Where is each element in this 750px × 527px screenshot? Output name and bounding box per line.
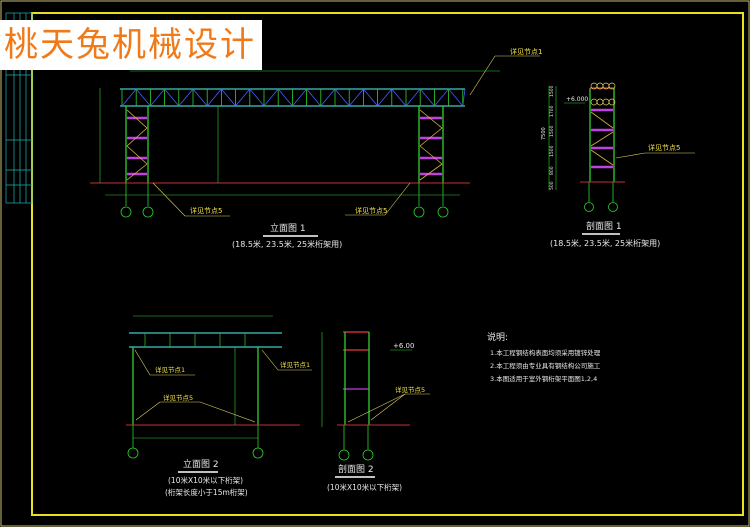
view-subtitle: (18.5米, 23.5米, 25米桁架用) xyxy=(550,238,660,248)
truss-diagonal xyxy=(263,88,279,107)
dimension: 800 xyxy=(549,166,555,175)
truss-diagonal xyxy=(434,88,449,107)
detail-5-label: 详见节点5 xyxy=(163,393,193,402)
truss-diagonal xyxy=(334,88,350,107)
truss-diagonal xyxy=(292,88,307,107)
truss-diagonal xyxy=(249,88,265,107)
view-title: 立面图 1 xyxy=(270,222,306,234)
truss-diagonal xyxy=(150,88,165,107)
truss-diagonal xyxy=(405,88,421,107)
notes-heading: 说明: xyxy=(487,331,508,343)
view-subtitle: (10米X10米以下桁架) xyxy=(327,482,402,492)
elevation-mark: +6.000 xyxy=(566,96,588,103)
view-subtitle: (18.5米, 23.5米, 25米桁架用) xyxy=(232,239,342,249)
detail-5-label: 详见节点5 xyxy=(355,206,387,215)
note-item: 3.本图适用于室外钢桁架平面图1,2,4 xyxy=(490,374,597,383)
truss-diagonal xyxy=(235,88,251,107)
view-subtitle: (桁架长度小于15m桁架) xyxy=(165,487,248,497)
truss-diagonal xyxy=(348,88,364,107)
truss-diagonal xyxy=(206,88,222,107)
truss-diagonal xyxy=(221,88,236,107)
truss-diagonal xyxy=(277,88,293,107)
watermark-logo: 桃天兔机械设计 xyxy=(0,20,262,70)
detail-5-label: 详见节点5 xyxy=(648,143,680,152)
truss-diagonal xyxy=(363,88,378,107)
detail-1-label: 详见节点1 xyxy=(280,360,310,369)
view-subtitle: (10米X10米以下桁架) xyxy=(168,475,243,485)
truss-diagonal xyxy=(462,88,466,107)
section-2: +6.00 详见节点5 剖面图 2 (10米X10米以下桁架) xyxy=(321,331,430,492)
truss-diagonal xyxy=(448,88,464,107)
elevation-2: 详见节点1 详见节点1 详见节点5 立面图 2 (10米X10米以下桁架) (桁… xyxy=(126,315,312,497)
detail-5-label: 详见节点5 xyxy=(190,206,222,215)
detail-1-label: 详见节点1 xyxy=(510,47,542,56)
view-title: 剖面图 1 xyxy=(586,220,622,232)
dimension: 1500 xyxy=(549,85,555,97)
dimension: 500 xyxy=(549,181,555,190)
dimension: 1700 xyxy=(549,105,555,117)
dimension-total: 7500 xyxy=(541,127,547,140)
truss-diagonal xyxy=(121,88,137,107)
drawing-frame xyxy=(31,12,744,516)
elevation-1: 详见节点1 详见节点5 详见节点5 立面图 1 (18.5米, 23.5米, 2… xyxy=(90,47,542,249)
detail-1-label: 详见节点1 xyxy=(155,365,185,374)
truss-diagonal xyxy=(192,88,208,107)
note-item: 2.本工程须由专业具有钢结构公司施工 xyxy=(490,361,601,370)
note-item: 1.本工程钢结构表面均须采用镀锌处理 xyxy=(490,348,601,357)
view-title: 立面图 2 xyxy=(183,458,219,470)
truss-diagonal xyxy=(419,88,435,107)
truss-diagonal xyxy=(320,88,336,107)
dimension: 1500 xyxy=(549,145,555,157)
section-1: 7500 1500 1700 1500 1500 800 500 +6.000 … xyxy=(541,82,695,248)
elevation-mark: +6.00 xyxy=(393,342,414,350)
dimension: 1500 xyxy=(549,125,555,137)
design-notes: 说明: 1.本工程钢结构表面均须采用镀锌处理 2.本工程须由专业具有钢结构公司施… xyxy=(487,331,601,383)
view-title: 剖面图 2 xyxy=(338,463,374,475)
truss-diagonal xyxy=(391,88,407,107)
detail-5-label: 详见节点5 xyxy=(395,385,425,394)
truss-diagonal xyxy=(135,88,151,107)
truss-diagonal xyxy=(377,88,393,107)
truss-diagonal xyxy=(178,88,194,107)
truss-diagonal xyxy=(164,88,180,107)
truss-diagonal xyxy=(306,88,322,107)
